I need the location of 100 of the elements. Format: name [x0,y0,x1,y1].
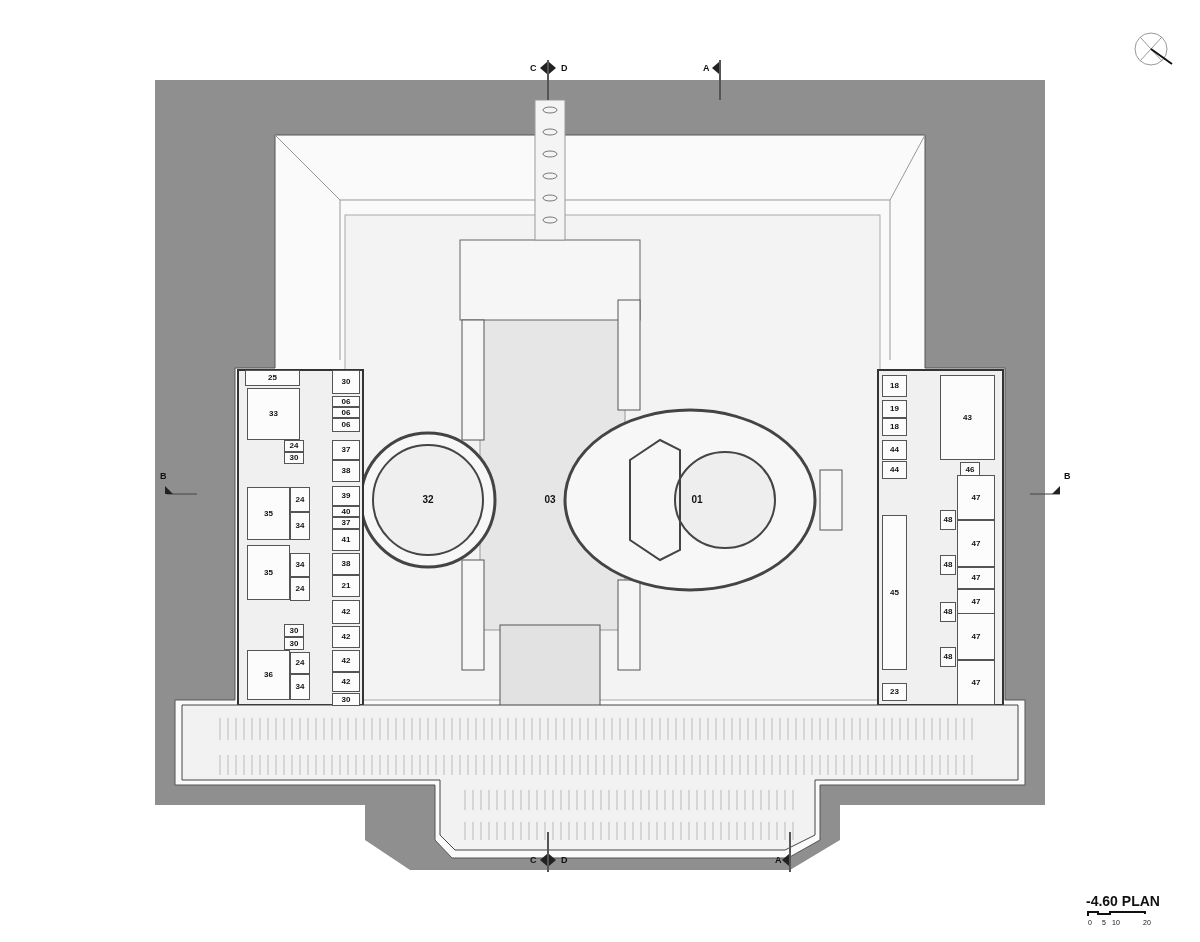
room-outline [332,517,360,529]
section-label: D [561,856,568,865]
room-number: 30 [289,639,299,648]
room-number: 06 [341,408,351,417]
plan-title: -4.60 PLAN [1086,894,1160,908]
room-number: 24 [295,659,305,667]
room-outline [332,506,360,517]
room-outline [957,567,995,589]
room-outline [290,512,310,540]
room-number: 42 [341,633,351,641]
room-number: 47 [971,597,981,606]
room-number: 34 [295,522,305,530]
room-number: 32 [422,495,434,505]
room-number: 30 [341,695,351,704]
room-number: 48 [943,561,953,569]
room-number: 24 [295,495,305,504]
room-outline [957,613,995,660]
room-number: 06 [341,421,351,429]
room-outline [332,407,360,418]
room-outline [332,460,360,482]
room-outline [290,577,310,601]
room-number: 19 [890,405,899,413]
room-number: 18 [890,382,899,390]
room-outline [332,626,360,648]
section-label: D [561,64,568,73]
room-number: 47 [971,493,981,502]
room-number: 40 [341,507,351,516]
room-number: 30 [289,626,299,635]
room-outline [245,370,300,386]
room-number: 23 [890,688,899,696]
section-label: B [160,472,167,481]
room-number: 42 [341,678,351,686]
room-number: 38 [341,467,351,475]
room-number: 39 [341,492,351,500]
room-number: 37 [341,446,351,454]
room-number: 01 [691,495,703,505]
room-number: 24 [289,442,299,450]
room-number: 47 [971,539,981,548]
section-label: A [775,856,782,865]
room-number: 47 [971,678,981,687]
room-outline [332,575,360,597]
room-outline [284,452,304,464]
room-outline [332,650,360,672]
room-outline [882,515,907,670]
room-number: 30 [341,378,351,386]
room-number: 44 [890,466,899,474]
room-number: 36 [264,671,273,679]
room-number: 34 [295,683,305,691]
room-number: 38 [341,560,351,568]
room-outline [290,674,310,700]
room-outline [957,589,995,614]
room-number: 46 [965,466,975,474]
room-outline [290,652,310,674]
room-number: 42 [341,657,351,665]
room-number: 30 [289,454,299,462]
room-number: 35 [264,568,273,577]
room-number: 24 [295,585,305,593]
room-number: 47 [971,574,981,582]
room-outline [332,600,360,624]
room-number: 37 [341,519,351,527]
room-outline [332,486,360,506]
room-outline [940,555,956,575]
section-label: A [703,64,710,73]
room-outline [290,487,310,512]
room-number: 06 [341,397,351,406]
room-outline [957,475,995,520]
section-label: B [1064,472,1071,481]
room-outline [247,388,300,440]
room-number: 47 [971,632,981,641]
room-outline [940,647,956,667]
room-number: 45 [890,588,899,597]
room-number: 33 [269,410,278,418]
room-number: 35 [264,509,273,518]
room-outline [290,553,310,577]
room-outline [247,545,290,600]
room-outline [940,602,956,622]
room-outline [332,693,360,706]
room-outline [957,520,995,567]
room-outline [284,624,304,637]
room-outline [332,553,360,575]
room-outline [332,672,360,692]
room-number: 42 [341,608,351,616]
room-number: 25 [268,374,277,382]
room-outline [247,487,290,540]
room-number: 34 [295,561,305,569]
room-number: 21 [341,582,351,590]
room-outline [882,375,907,397]
room-outline [882,400,907,418]
room-number: 44 [890,446,899,454]
room-outline [332,396,360,407]
section-label: C [530,856,537,865]
room-outline [940,375,995,460]
room-outline [247,650,290,700]
room-outline [882,418,907,436]
room-number: 48 [943,653,953,661]
room-outline [940,510,956,530]
room-outline [882,440,907,460]
room-number: 48 [943,608,953,616]
room-outline [284,440,304,452]
room-outline [332,440,360,460]
